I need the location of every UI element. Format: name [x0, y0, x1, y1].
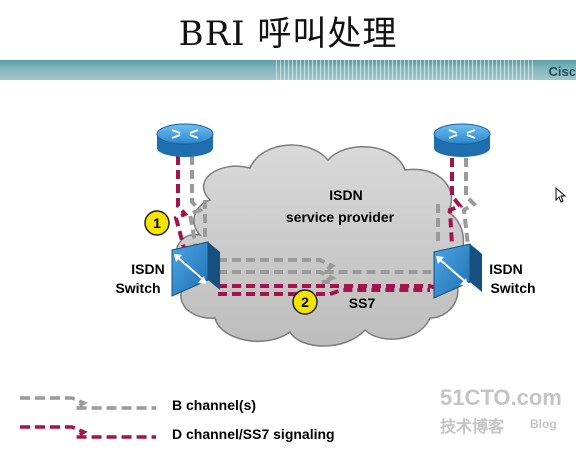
step-2-number: 2 — [301, 294, 309, 310]
switch-left-label-line1: ISDN — [131, 261, 164, 277]
router-right-icon — [433, 123, 491, 157]
header-stripes — [276, 60, 536, 80]
inter-switch-links — [218, 258, 437, 296]
step-2-badge: 2 — [292, 289, 318, 315]
left-router-links — [173, 156, 207, 249]
right-router-links — [436, 158, 478, 247]
isdn-switch-right-icon — [433, 243, 482, 299]
header-bar — [0, 60, 576, 80]
ss7-link-label: SS7 — [349, 295, 376, 311]
switch-right-label-line2: Switch — [490, 280, 535, 296]
brand-text: Cisc — [548, 64, 576, 79]
legend-b-channel-line — [20, 396, 156, 410]
slide-title: BRI 呼叫处理 — [178, 14, 398, 54]
step-1-badge: 1 — [144, 210, 170, 236]
isdn-cloud — [174, 144, 465, 347]
watermark-cn: 技术博客 — [440, 417, 505, 436]
legend-d-channel-label: D channel/SS7 signaling — [172, 426, 335, 442]
watermark-site: 51CTO.com — [440, 385, 562, 410]
mouse-cursor-icon — [555, 186, 567, 203]
router-left-icon — [156, 123, 214, 157]
switch-right-label-line1: ISDN — [489, 261, 522, 277]
isdn-switch-left-icon — [171, 241, 220, 297]
legend-b-channel-label: B channel(s) — [172, 397, 256, 413]
cloud-label-line2: service provider — [286, 209, 395, 225]
watermark-blog: Blog — [530, 417, 557, 431]
switch-left-label-line2: Switch — [115, 280, 160, 296]
cloud-label-line1: ISDN — [329, 187, 362, 203]
legend-d-channel-line — [20, 425, 156, 439]
step-1-number: 1 — [153, 215, 161, 231]
